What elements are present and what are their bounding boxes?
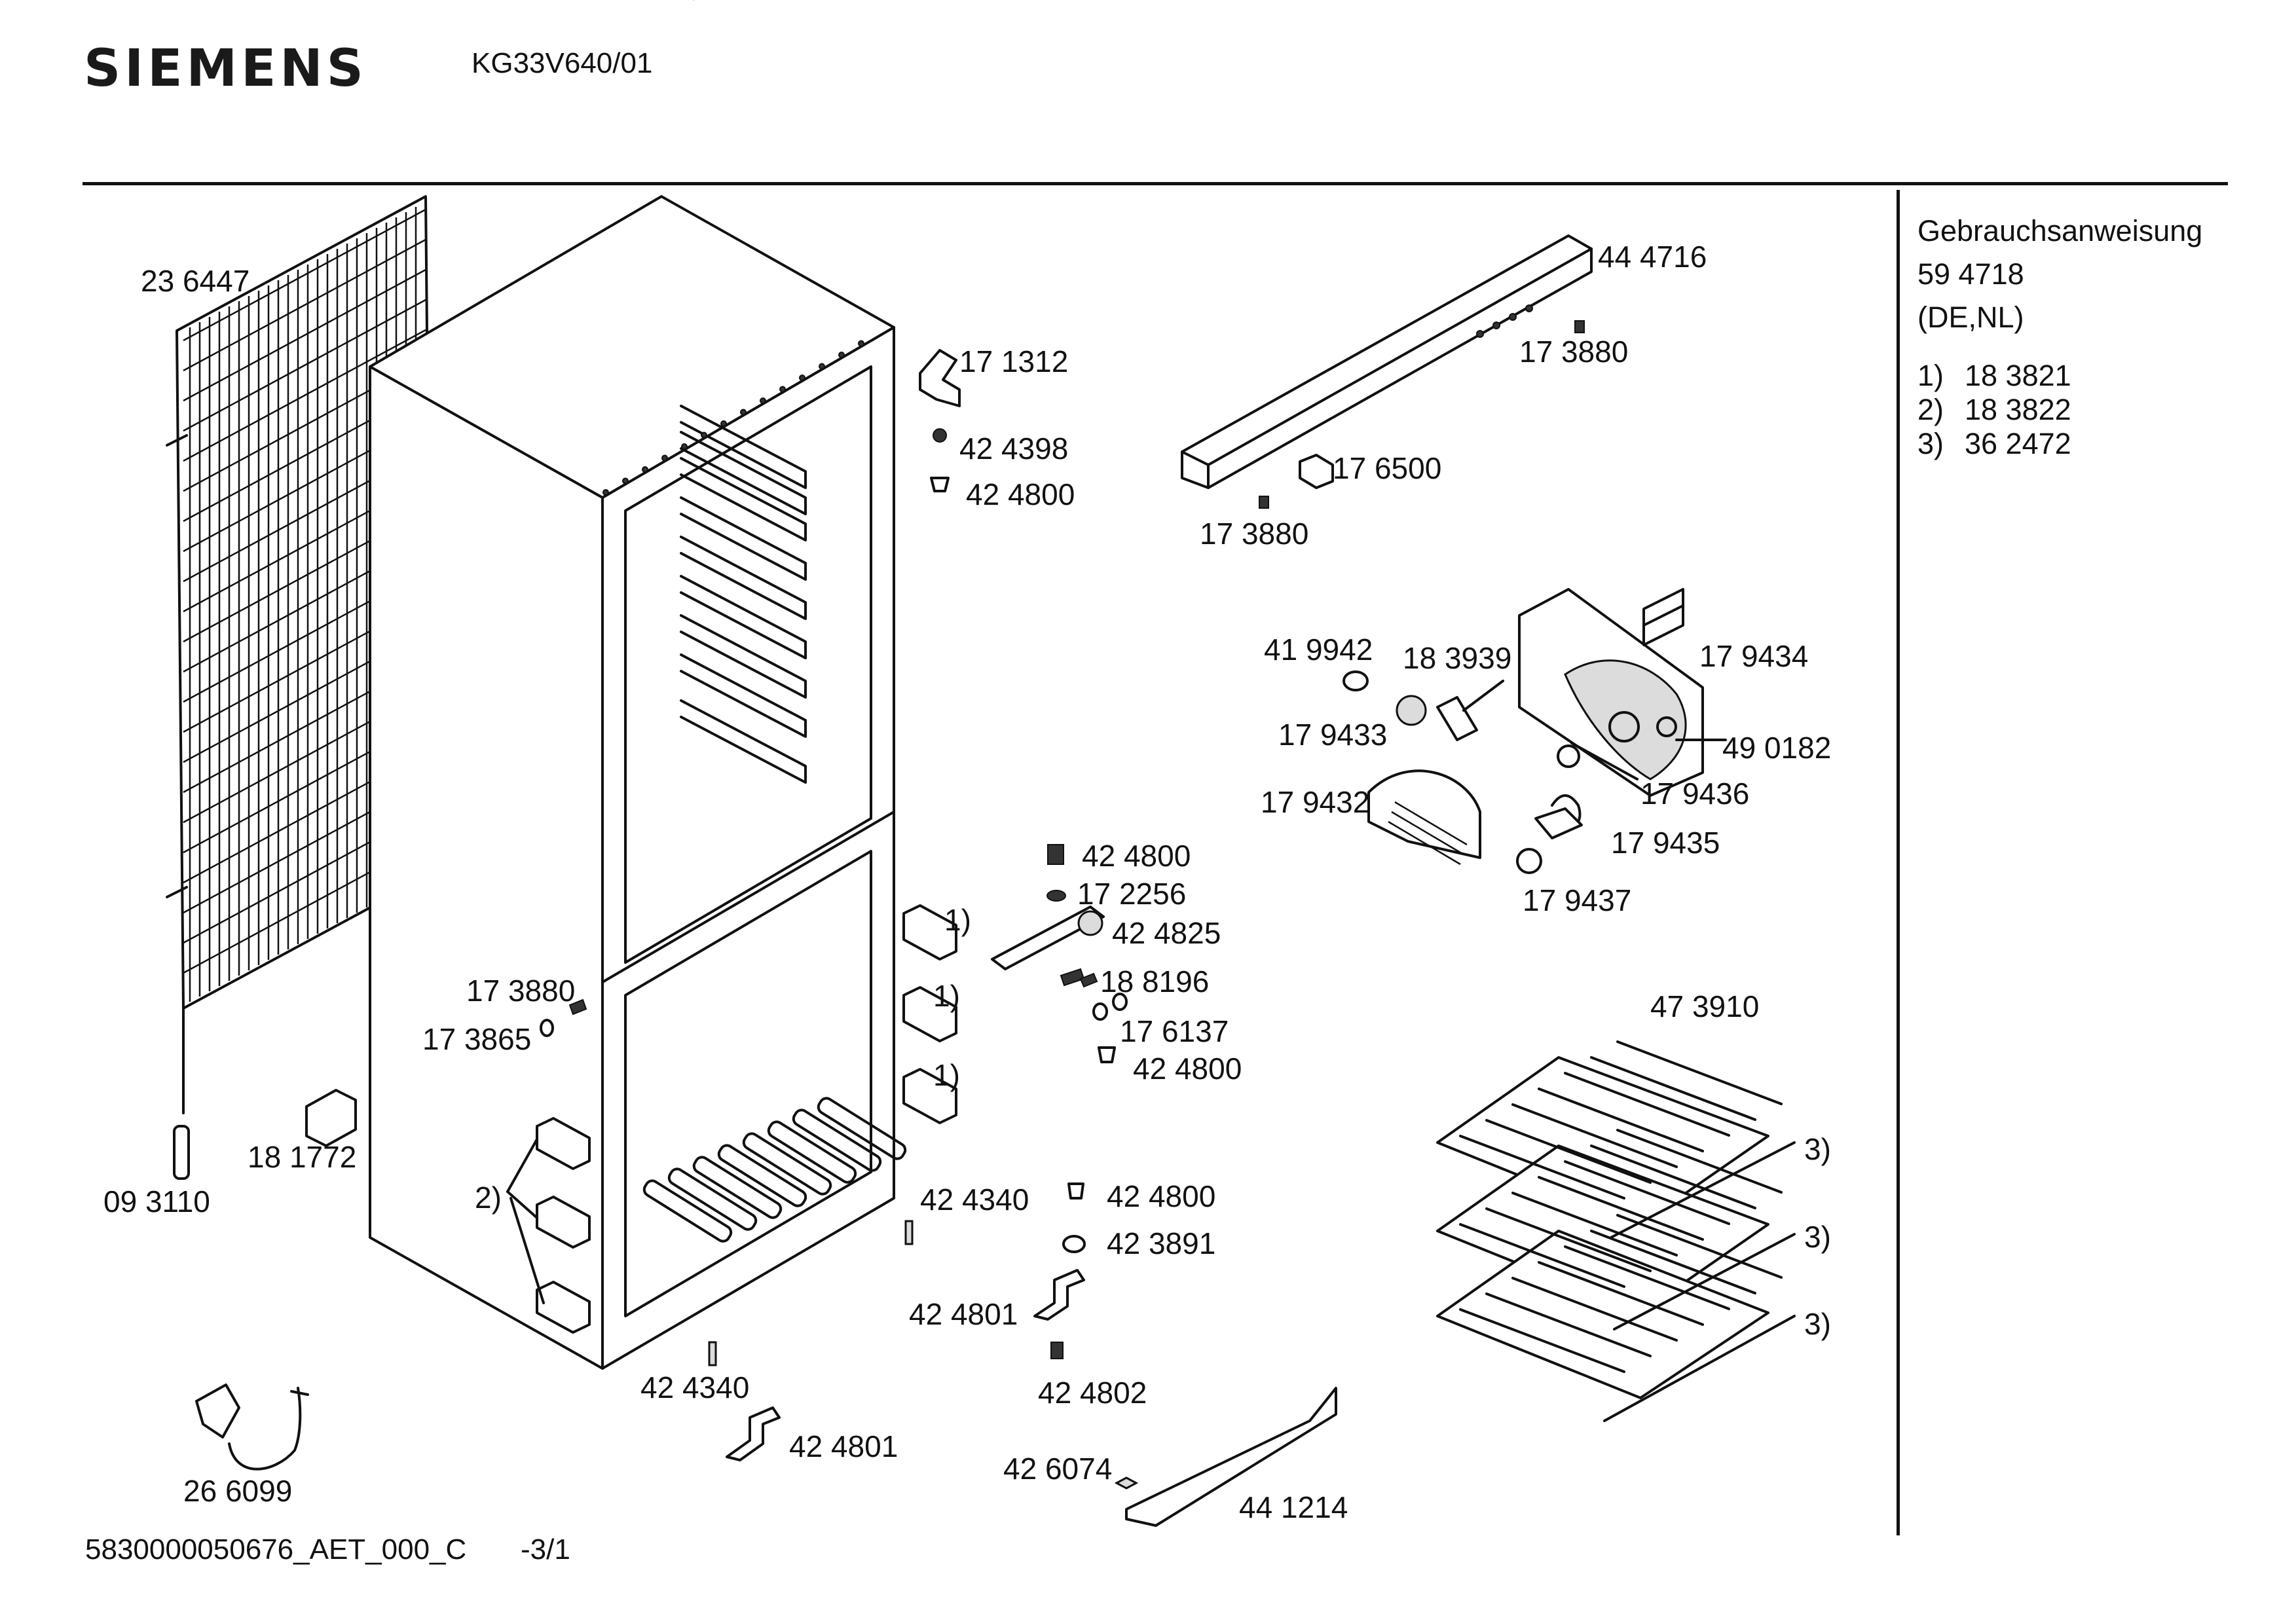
label-knob: 17 9437 (1523, 883, 1632, 917)
condenser-drawing (166, 195, 434, 1114)
label-cover-strip: 44 1214 (1239, 1490, 1348, 1524)
label-thermostat: 18 3939 (1403, 641, 1512, 675)
control-panel-drawing (1181, 234, 1593, 509)
label-light-housing: 49 0182 (1722, 731, 1832, 765)
power-cord-drawing (195, 1383, 309, 1471)
manual-languages: (DE,NL) (1917, 301, 2024, 334)
label-washer-left: 17 3865 (422, 1022, 532, 1056)
label-condenser: 23 6447 (141, 264, 250, 298)
label-hinge-mid-screw2: 18 8196 (1100, 964, 1210, 998)
label-note-3c: 3) (1804, 1307, 1831, 1341)
label-note-1a: 1) (944, 903, 971, 937)
hinge-top-drawing (919, 349, 961, 492)
label-hinge-mid-screw: 42 4800 (1082, 839, 1191, 873)
manual-number: 59 4718 (1917, 257, 2024, 291)
label-hinge-low-bolt: 42 4802 (1038, 1376, 1147, 1410)
label-hinge-top: 17 1312 (959, 344, 1069, 378)
label-hinge-low-screw: 42 4800 (1107, 1179, 1216, 1213)
brand-logo: SIEMENS (84, 39, 367, 98)
note-row-1: 1) 18 3821 (1917, 359, 2202, 393)
page-number: -3/1 (521, 1533, 570, 1566)
left-small-parts-drawing (305, 998, 587, 1147)
label-drain-tube: 09 3110 (103, 1184, 210, 1218)
sidebar-divider (1897, 190, 1900, 1535)
label-hinge-mid-pin: 42 4825 (1112, 916, 1221, 950)
note-marker: 1) (1917, 359, 1944, 392)
sidebar: Gebrauchsanweisung 59 4718 (DE,NL) 1) 18 … (1917, 210, 2202, 461)
label-hinge-bottom-left: 42 4801 (789, 1429, 898, 1463)
evaporator-drawing (1436, 1040, 1796, 1422)
note-row-2: 2) 18 3822 (1917, 393, 2202, 427)
label-hinge-mid-washer2: 17 6137 (1120, 1014, 1229, 1048)
manual-title: Gebrauchsanweisung (1917, 214, 2203, 247)
label-note-1c: 1) (933, 1058, 960, 1092)
label-note-3b: 3) (1804, 1220, 1831, 1254)
label-lamp: 41 9942 (1264, 632, 1373, 667)
label-seal-ring: 17 9436 (1640, 777, 1750, 811)
label-note-2: 2) (475, 1181, 502, 1215)
label-screw-left-1: 17 3880 (466, 974, 576, 1008)
label-screw-top-2: 42 4800 (966, 477, 1075, 511)
label-screw-cabinet-bottom: 42 4340 (640, 1370, 750, 1404)
label-control-panel: 44 4716 (1598, 240, 1707, 274)
label-panel-screw-left: 17 3880 (1200, 517, 1309, 551)
cabinet-drawing (369, 0, 907, 1370)
label-hinge-mid-washer: 17 2256 (1077, 877, 1187, 911)
drain-tube-drawing (173, 1125, 190, 1180)
door-bins-2-drawing (506, 1117, 591, 1334)
label-evaporator: 47 3910 (1650, 989, 1760, 1023)
label-hinge-low-washer: 42 3891 (1107, 1226, 1216, 1260)
header-divider (83, 182, 2228, 185)
label-screw-top-1: 42 4398 (959, 431, 1069, 466)
label-panel-clip: 17 6500 (1333, 451, 1442, 485)
note-marker: 2) (1917, 393, 1944, 426)
label-lamp-socket: 17 9433 (1278, 718, 1388, 752)
document-id: 5830000050676_AET_000_C (85, 1533, 467, 1566)
light-assembly-drawing (1342, 588, 1727, 874)
label-note-3a: 3) (1804, 1132, 1831, 1166)
label-lamp-cover: 17 9432 (1261, 785, 1370, 819)
label-hinge-low: 42 4801 (909, 1297, 1018, 1331)
note-part: 18 3821 (1965, 359, 2071, 392)
label-light-switch-holder: 17 9434 (1699, 639, 1809, 673)
label-junction-box: 18 1772 (248, 1140, 357, 1174)
hinge-low-drawing (708, 1182, 1086, 1461)
note-part: 18 3822 (1965, 393, 2071, 426)
label-note-1b: 1) (933, 979, 960, 1013)
label-panel-screw-right: 17 3880 (1519, 335, 1629, 369)
door-bins-drawing (902, 904, 957, 1124)
cover-strip-drawing (1114, 1387, 1337, 1527)
note-marker: 3) (1917, 427, 1944, 460)
note-row-3: 3) 36 2472 (1917, 427, 2202, 461)
note-part: 36 2472 (1965, 427, 2071, 460)
hinge-mid-drawing (991, 844, 1128, 1063)
label-screw-cabinet-front: 42 4340 (920, 1182, 1029, 1217)
model-number: KG33V640/01 (472, 47, 653, 79)
label-hinge-mid-screw3: 42 4800 (1133, 1052, 1242, 1086)
label-switch: 17 9435 (1611, 826, 1720, 860)
label-cover-strip-clip: 42 6074 (1003, 1452, 1113, 1486)
label-power-cord: 26 6099 (183, 1474, 293, 1508)
